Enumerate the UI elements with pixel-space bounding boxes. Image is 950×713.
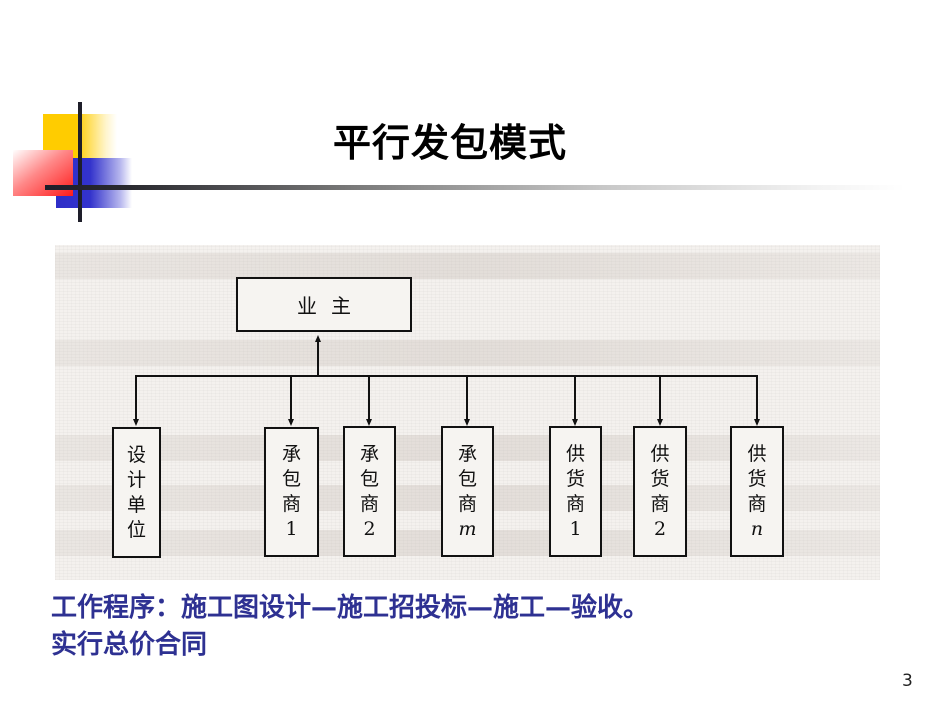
- procedure-line-2: 实行总价合同: [51, 630, 208, 660]
- slide-title: 平行发包模式: [332, 121, 567, 165]
- box-char: 供: [650, 442, 670, 465]
- drop-line-2: [290, 376, 292, 424]
- arrow-down-icon: [657, 419, 663, 426]
- contractor-1-box: 承 包 商 1: [264, 427, 319, 557]
- box-index: 2: [653, 517, 667, 540]
- box-char: 商: [747, 492, 767, 515]
- title-underline: [45, 185, 905, 190]
- box-char: 包: [359, 467, 379, 490]
- owner-connector: [317, 340, 319, 377]
- contractor-m-box: 承 包 商 m: [441, 426, 494, 557]
- owner-label: 业主: [297, 294, 365, 318]
- arrow-down-icon: [464, 419, 470, 426]
- drop-line-5: [574, 376, 576, 424]
- box-char: 承: [281, 443, 301, 465]
- box-char: 商: [650, 492, 670, 515]
- box-char: 货: [565, 467, 585, 490]
- connector-bus: [135, 375, 758, 377]
- box-index: 2: [363, 517, 376, 540]
- box-char: 包: [281, 468, 301, 490]
- box-char: 商: [359, 492, 379, 515]
- contractor-2-box: 承 包 商 2: [343, 426, 396, 557]
- drop-line-6: [659, 376, 661, 424]
- arrow-down-icon: [366, 419, 372, 426]
- box-char: 商: [457, 492, 477, 515]
- arrow-up-icon: [315, 335, 321, 342]
- scan-bleed-through: [55, 340, 880, 366]
- supplier-1-box: 供 货 商 1: [549, 426, 602, 557]
- box-char: 货: [650, 467, 670, 490]
- box-char: 商: [565, 492, 585, 515]
- design-unit-box: 设 计 单 位: [112, 427, 161, 558]
- drop-line-3: [368, 376, 370, 424]
- box-index: n: [750, 517, 764, 540]
- box-index: 1: [569, 517, 582, 540]
- supplier-2-box: 供 货 商 2: [633, 426, 687, 557]
- arrow-down-icon: [288, 419, 294, 426]
- arrow-down-icon: [133, 419, 139, 426]
- box-index: m: [458, 517, 477, 540]
- box-char: 计: [126, 468, 146, 491]
- box-char: 承: [359, 442, 379, 465]
- scan-bleed-through: [55, 253, 880, 279]
- arrow-down-icon: [572, 419, 578, 426]
- box-char: 位: [126, 518, 146, 541]
- procedure-text: 工作程序：施工图设计—施工招投标—施工—验收。 实行总价合同: [51, 590, 649, 664]
- box-char: 货: [747, 467, 767, 490]
- arrow-down-icon: [754, 419, 760, 426]
- owner-box: 业主: [236, 277, 412, 332]
- box-char: 包: [457, 467, 477, 490]
- drop-line-1: [135, 376, 137, 424]
- box-char: 供: [747, 442, 767, 465]
- drop-line-4: [466, 376, 468, 424]
- supplier-n-box: 供 货 商 n: [730, 426, 784, 557]
- box-char: 设: [126, 443, 146, 466]
- decor-vertical-line: [78, 102, 82, 222]
- box-index: 1: [285, 518, 298, 540]
- page-number: 3: [902, 671, 913, 691]
- drop-line-7: [756, 376, 758, 424]
- box-char: 供: [565, 442, 585, 465]
- box-char: 承: [457, 442, 477, 465]
- box-char: 单: [126, 493, 146, 516]
- procedure-line-1: 工作程序：施工图设计—施工招投标—施工—验收。: [51, 593, 650, 623]
- box-char: 商: [281, 493, 301, 515]
